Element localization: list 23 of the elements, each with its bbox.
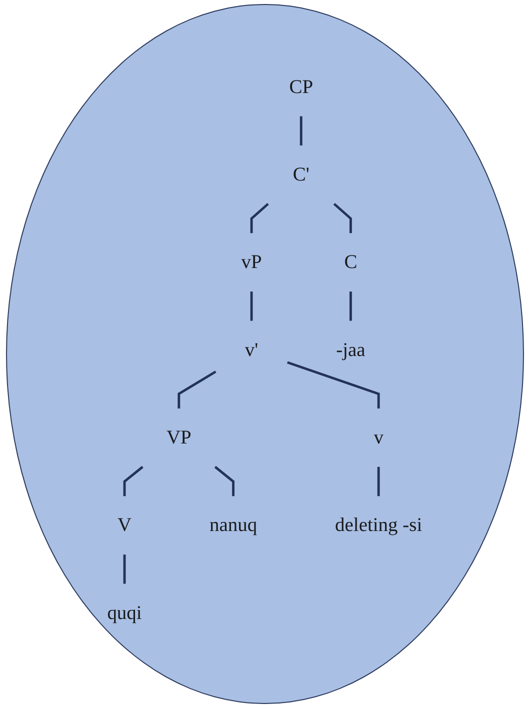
node-text: quqi bbox=[107, 602, 142, 624]
connector bbox=[250, 202, 269, 234]
node-text: nanuq bbox=[209, 514, 257, 536]
node-text: deleting -si bbox=[334, 514, 422, 536]
node-text: VP bbox=[166, 426, 192, 448]
connector bbox=[333, 202, 352, 234]
node-text: C' bbox=[292, 164, 310, 186]
node-text: -jaa bbox=[336, 339, 366, 361]
connector bbox=[250, 292, 253, 321]
connector bbox=[349, 292, 352, 321]
node-text: CP bbox=[289, 76, 313, 98]
connector bbox=[123, 466, 144, 496]
connector bbox=[377, 466, 380, 496]
node-text: v' bbox=[244, 339, 258, 361]
connector bbox=[123, 554, 126, 584]
connector bbox=[178, 370, 216, 408]
connector bbox=[214, 466, 234, 496]
connector bbox=[300, 116, 302, 146]
node-text: C bbox=[344, 252, 358, 274]
node-text: vP bbox=[241, 252, 262, 274]
node-text: v bbox=[374, 426, 384, 448]
connector bbox=[286, 361, 380, 408]
node-text: V bbox=[117, 514, 132, 536]
